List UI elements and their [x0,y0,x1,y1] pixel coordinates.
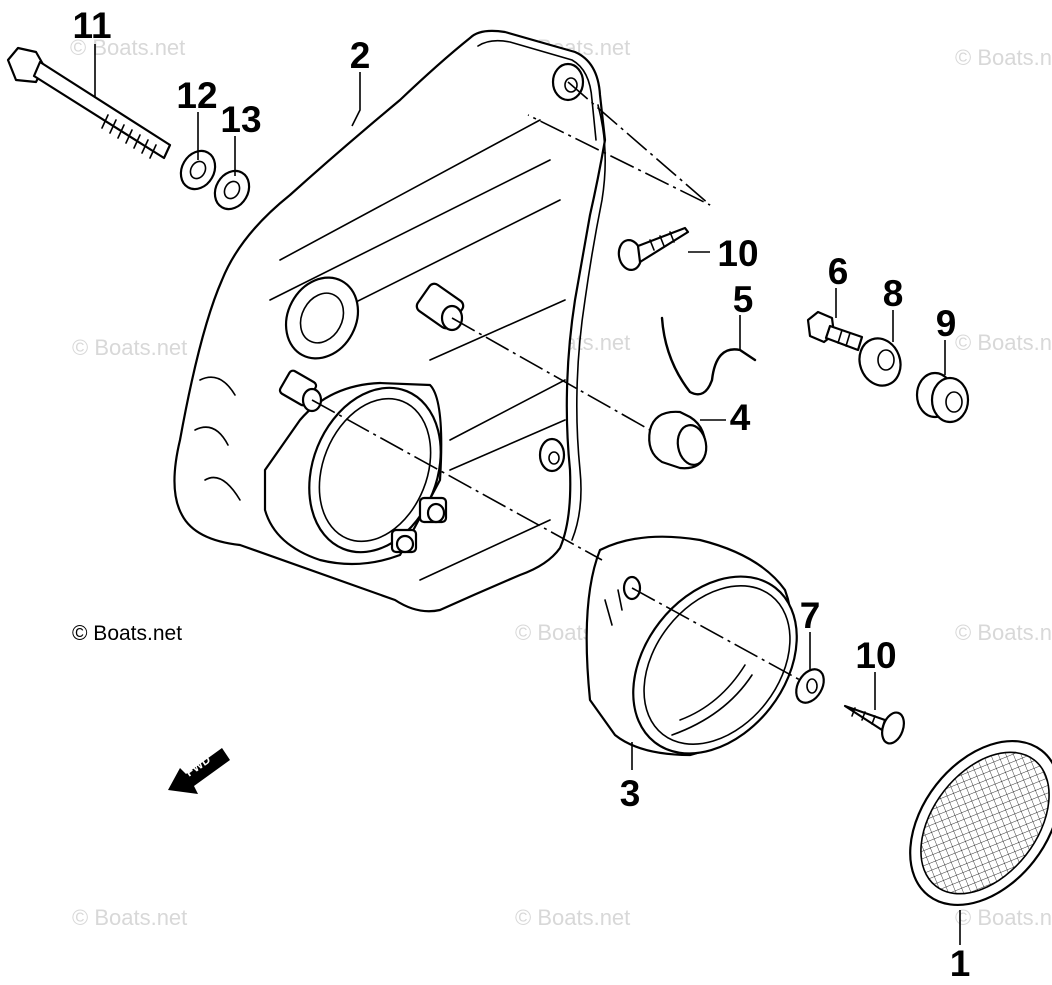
callout-3: 3 [620,773,641,814]
callout-11: 11 [72,5,111,46]
watermark: © Boats.net [955,620,1052,645]
part-8-collar [858,337,902,387]
leader-lines [94,44,961,945]
callout-2: 2 [350,35,371,76]
part-12-washer [179,149,217,191]
copyright-notice: © Boats.net [72,622,182,645]
watermark: © Boats.net [955,330,1052,355]
part-5-wire-clip [660,316,757,396]
callout-9: 9 [936,303,957,344]
part-1-screen [909,739,1052,907]
callout-13: 13 [220,99,261,140]
watermark: © Boats.net [955,905,1052,930]
callouts: 11 2 12 13 10 5 4 6 8 9 7 10 3 1 [72,5,970,984]
callout-10-lower: 10 [855,635,896,676]
part-6-bolt [806,310,864,352]
callout-12: 12 [176,75,217,116]
callout-6: 6 [828,251,849,292]
callout-8: 8 [883,273,904,314]
callout-1: 1 [950,943,971,984]
callout-10-upper: 10 [717,233,758,274]
part-9-bushing [915,371,970,424]
part-13-washer [213,169,251,211]
forward-arrow-icon: FWD [168,748,230,794]
callout-7: 7 [800,595,821,636]
part-2-cover [173,29,607,613]
part-11-bolt [6,46,172,160]
watermark: © Boats.net [955,45,1052,70]
part-10-screw-upper [617,226,690,271]
alignment-lines [311,81,801,681]
watermark: © Boats.net [72,335,187,360]
watermark: © Boats.net [72,905,187,930]
callout-4: 4 [730,397,751,438]
watermark: © Boats.net [70,35,185,60]
part-3-cup-housing [585,535,798,757]
part-10-screw-lower [843,704,905,745]
callout-5: 5 [733,279,754,320]
watermark: © Boats.net [515,905,630,930]
part-4-grommet [648,410,708,470]
part-7-washer [795,668,825,704]
